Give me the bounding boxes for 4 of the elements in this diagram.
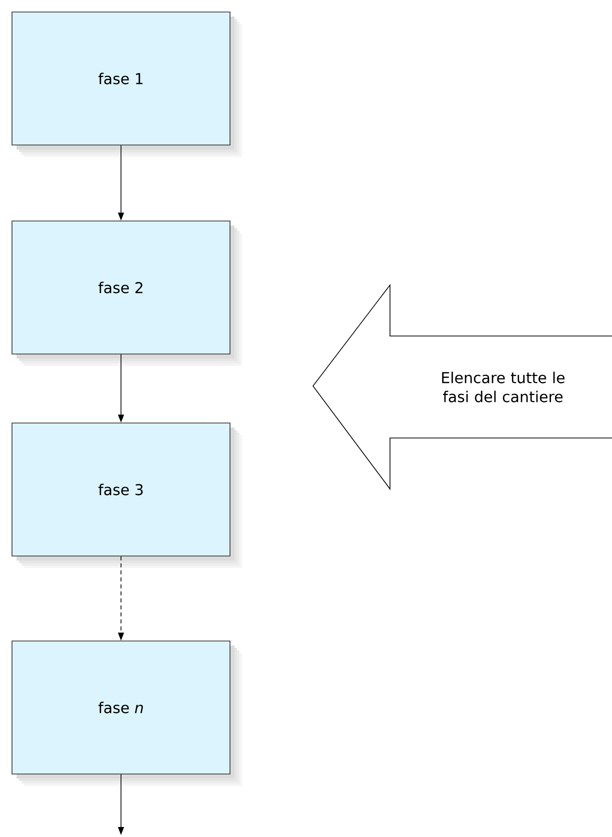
process-box: fase 1 xyxy=(12,12,242,157)
process-box: fase n xyxy=(12,640,242,786)
process-box: fase 2 xyxy=(12,220,242,366)
process-box: fase 3 xyxy=(12,422,242,568)
